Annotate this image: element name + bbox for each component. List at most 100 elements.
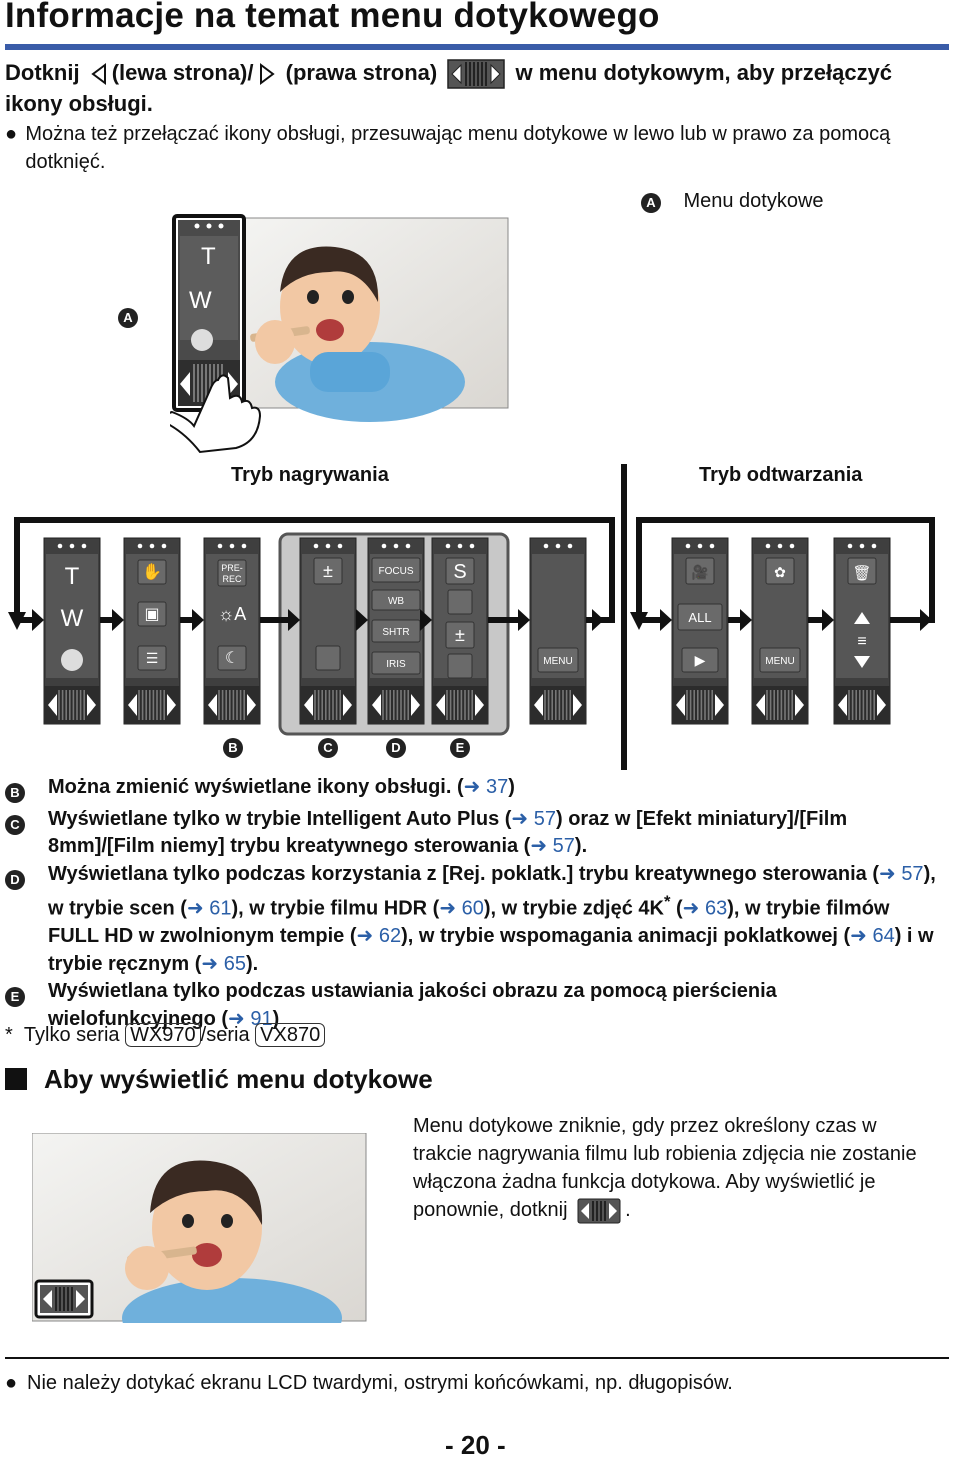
marker-e: E [450,738,470,758]
touch-panel-prerec[interactable]: PRE-REC☼A☾ [203,537,261,725]
arrow-icon: ➜ [530,835,548,857]
mode-playback-label: Tryb odtwarzania [699,464,863,486]
note-e-end: ) [272,1007,280,1030]
section-heading: Aby wyświetlić menu dotykowe [5,1064,433,1095]
touch-panel-c[interactable]: ± [299,537,357,725]
note-e-marker: E [5,987,25,1008]
marker-e-label: E [450,738,470,758]
model-badge: WX970 [125,1023,201,1047]
intro-text-3: (prawa strona) [285,60,438,85]
footnote: * Tylko seria WX970/seria VX870 [5,1023,326,1047]
s-icon: S [453,561,466,583]
left-triangle-icon [91,63,106,86]
finger-hand-icon [170,374,262,454]
note-d-text-2: ), w trybie scen ( [48,862,936,920]
arrow-icon: ➜ [201,952,219,975]
arrow-head-icon [822,609,834,631]
touch-panel-stabilizer[interactable]: ✋ ▣ ☰ [123,537,181,725]
page-ref-link[interactable]: 62 [378,925,402,948]
marker-c-label: C [318,738,338,758]
touch-menu-diagram: TW✋▣☰PRE-REC☼A☾±FOCUSWBSHTRIRISS±MENU🎥AL… [8,464,935,770]
section-description: Menu dotykowe zniknie, gdy przez określo… [413,1112,933,1224]
marker-a-label: A [118,308,138,328]
baby-photo-with-touch-menu: T W [170,214,509,454]
intro-text-4: w menu dotykowym, aby przełączyć ikony o… [5,60,893,117]
hand-lock-icon: ☰ [146,650,159,666]
page-ref-link[interactable]: 57 [901,862,924,885]
arrow-icon: ➜ [228,1007,245,1030]
page-ref-link[interactable]: 37 [485,776,509,798]
page-ref-link[interactable]: 61 [209,897,232,920]
footnote-text-2: /seria [200,1024,250,1046]
note-d-marker: D [5,869,25,890]
note-d-text-7: ), w trybie wspomagania animacji poklatk… [401,925,851,948]
section-desc-end: . [625,1199,631,1221]
note-c-text-2: ) oraz w [Efekt miniatury]/[Film 8mm]/[F… [48,807,848,858]
mode-recording-label: Tryb nagrywania [231,464,389,486]
note-b-end: ) [508,776,515,798]
note-d-text-3: ), w trybie filmu HDR ( [231,897,440,920]
note-d-text: Wyświetlana tylko podczas korzystania z … [48,862,879,885]
legend-a: A Menu dotykowe [641,190,824,213]
shtr-icon: SHTR [382,627,409,638]
touch-panel-zoom[interactable]: TW [43,537,101,725]
page-ref-link[interactable]: 60 [461,897,484,920]
menu-switch-icon [447,59,506,89]
arrow-icon: ➜ [682,897,700,920]
touch-panel-delete[interactable]: 🗑≡ [833,537,891,725]
menu-button-icon: MENU [543,656,572,667]
marker-c: C [318,738,338,758]
note-d: D Wyświetlana tylko podczas korzystania … [5,861,945,979]
stabilizer-icon: ✋ [142,562,162,581]
marker-a-figure: A [118,308,138,328]
page-ref-link[interactable]: 65 [223,952,246,975]
all-icon: ALL [688,610,711,625]
zoom-t-icon: T [65,563,80,590]
touch-panel-playback-menu[interactable]: ✿ MENU [751,537,809,725]
page-ref-link[interactable]: 63 [704,897,728,920]
arrow-head-icon [420,609,432,631]
lock-icon: ▣ [144,606,159,623]
menu-button-icon: MENU [765,656,794,667]
intro-instruction: Dotknij (lewa strona)/ (prawa strona) w … [5,58,905,118]
note-e: E Wyświetlana tylko podczas ustawiania j… [5,978,945,1033]
prerec-icon: REC [222,574,242,584]
list-icon: ≡ [857,633,866,650]
note-c-end: ). [574,835,588,857]
focus-icon: FOCUS [379,566,414,577]
highlight-icon: ✿ [774,564,786,580]
page-ref-link[interactable]: 57 [533,807,556,830]
bullet-dot-icon: ● [5,1372,18,1394]
note-d-text-4: ), w trybie zdjęć 4K [483,897,664,920]
iris-icon: IRIS [386,659,406,670]
note-d-text-8: ) i w trybie ręcznym ( [48,925,934,975]
divider [5,1357,949,1359]
backlight-icon: ☼A [218,604,247,624]
note-c: C Wyświetlane tylko w trybie Intelligent… [5,806,945,861]
note-c-marker: C [5,814,25,835]
marker-d: D [386,738,406,758]
arrow-head-icon [660,609,672,631]
arrow-icon: ➜ [463,776,481,798]
intro-text-1: Dotknij [5,60,80,85]
page-ref-link[interactable]: 64 [872,925,895,948]
footnote-text: Tylko seria [23,1024,120,1046]
prerec-icon: PRE- [221,563,243,573]
title-underline [5,44,949,50]
page-title: Informacje na temat menu dotykowego [5,0,660,35]
touch-panel-menu[interactable]: MENU [529,537,587,725]
right-triangle-icon [259,63,275,86]
page-ref-link[interactable]: 57 [552,835,575,857]
section-title: Aby wyświetlić menu dotykowe [44,1064,433,1094]
touch-panel-playback-type[interactable]: 🎥ALL▶ [671,537,729,725]
touch-panel-e[interactable]: S± [431,537,489,725]
arrow-head-icon [518,609,530,631]
note-b-marker: B [5,783,25,803]
note-b-text: Można zmienić wyświetlane ikony obsługi.… [48,776,464,798]
baby-photo-bottom [32,1133,367,1323]
notes-list: B Można zmienić wyświetlane ikony obsług… [5,774,945,1033]
marker-b: B [223,738,243,758]
arrow-head-icon [288,609,300,631]
zoom-w-icon: W [189,287,212,314]
